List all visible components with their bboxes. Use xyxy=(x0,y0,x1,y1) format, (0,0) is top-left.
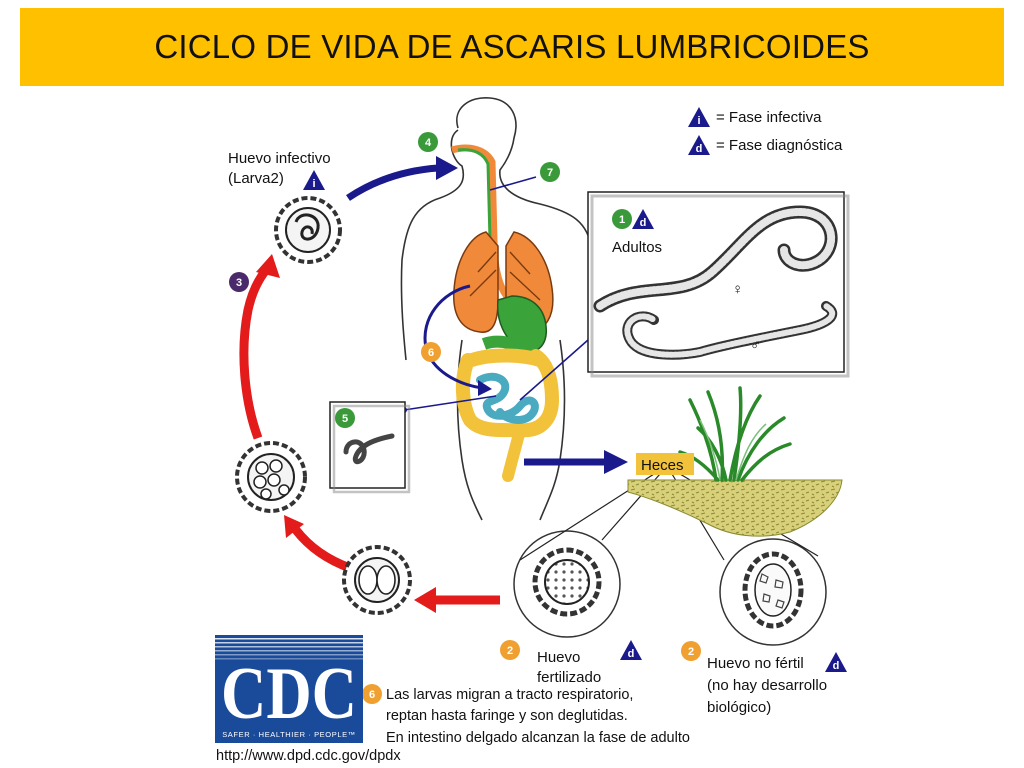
stage-badge-2-fertilized: 2 xyxy=(500,640,520,660)
soil-and-grass xyxy=(627,386,843,537)
svg-text:4: 4 xyxy=(425,137,432,149)
unfertile-label-1: Huevo no fértil xyxy=(707,655,804,672)
svg-text:d: d xyxy=(696,143,703,155)
svg-text:2: 2 xyxy=(507,645,513,657)
fertilized-egg-circle xyxy=(513,530,621,638)
adult-diagnostic-icon: d xyxy=(632,209,654,229)
legend-infective-icon: i xyxy=(688,107,710,127)
adults-label: Adultos xyxy=(612,239,662,256)
fertilized-diagnostic-icon: d xyxy=(620,640,642,660)
note-line-1: Las larvas migran a tracto respiratorio, xyxy=(386,687,633,703)
stage-badge-6: 6 xyxy=(421,342,441,362)
feces-highlight xyxy=(636,453,694,475)
legend-diagnostic-label: = Fase diagnóstica xyxy=(716,137,843,154)
cdc-logo: CDC SAFER · HEALTHIER · PEOPLE™ xyxy=(215,635,363,743)
infective-egg-label-1: Huevo infectivo xyxy=(228,150,331,167)
note-line-3: En intestino delgado alcanzan la fase de… xyxy=(386,730,690,746)
unfertile-egg-circle xyxy=(719,538,827,646)
stage-badge-5: 5 xyxy=(335,408,355,428)
svg-text:7: 7 xyxy=(547,167,553,179)
svg-text:i: i xyxy=(697,115,700,127)
fertilized-label-1: Huevo xyxy=(537,649,580,666)
cdc-url[interactable]: http://www.dpd.cdc.gov/dpdx xyxy=(216,748,401,764)
red-arrow-3 xyxy=(239,267,270,440)
unfertile-label-3: biológico) xyxy=(707,699,771,716)
unfertile-label-2: (no hay desarrollo xyxy=(707,677,827,694)
title-bar: CICLO DE VIDA DE ASCARIS LUMBRICOIDES xyxy=(20,8,1004,86)
svg-text:6: 6 xyxy=(428,347,434,359)
svg-text:6: 6 xyxy=(369,689,375,701)
egg-two-cell xyxy=(342,545,412,615)
human-body xyxy=(400,97,596,521)
cdc-logo-text: CDC xyxy=(221,653,357,735)
svg-text:2: 2 xyxy=(688,646,694,658)
infective-phase-icon: i xyxy=(303,170,325,190)
stage-badge-7: 7 xyxy=(540,162,560,182)
grass xyxy=(678,386,792,482)
svg-text:d: d xyxy=(628,648,635,660)
female-symbol: ♀ xyxy=(732,281,743,298)
stage-badge-4: 4 xyxy=(418,132,438,152)
note-line-2: reptan hasta faringe y son deglutidas. xyxy=(386,708,628,724)
cdc-logo-stripes xyxy=(215,638,363,660)
svg-text:5: 5 xyxy=(342,413,348,425)
legend-diagnostic-icon: d xyxy=(688,135,710,155)
infective-egg xyxy=(274,196,342,264)
left-lung xyxy=(453,231,499,333)
larva-icon xyxy=(343,433,395,465)
cdc-logo-tagline: SAFER · HEALTHIER · PEOPLE™ xyxy=(222,730,356,739)
cycle-arrows xyxy=(239,156,628,613)
stage-badge-1: 1 xyxy=(612,209,632,229)
arrow-to-mouth xyxy=(346,164,439,201)
svg-text:i: i xyxy=(312,178,315,190)
soil xyxy=(627,479,843,537)
small-intestine xyxy=(476,372,539,424)
svg-text:1: 1 xyxy=(619,214,625,226)
legend-infective-label: = Fase infectiva xyxy=(716,109,822,126)
unfertile-diagnostic-icon: d xyxy=(825,652,847,672)
stage-badge-3: 3 xyxy=(229,272,249,292)
svg-text:d: d xyxy=(833,660,840,672)
page-title: CICLO DE VIDA DE ASCARIS LUMBRICOIDES xyxy=(154,28,870,65)
esophagus xyxy=(451,144,513,303)
fertilized-label-2: fertilizado xyxy=(537,669,601,686)
embryonated-egg-morula xyxy=(235,441,307,513)
male-symbol: ♂ xyxy=(750,337,761,354)
infective-egg-label-2: (Larva2) xyxy=(228,170,284,187)
body-outline xyxy=(400,97,596,521)
svg-text:d: d xyxy=(640,217,647,229)
stage-badge-6-note: 6 xyxy=(362,684,382,704)
stage-badge-2-unfertile: 2 xyxy=(681,641,701,661)
red-arrow-2 xyxy=(292,527,352,573)
feces-label: Heces xyxy=(641,457,684,474)
svg-text:3: 3 xyxy=(236,277,242,289)
